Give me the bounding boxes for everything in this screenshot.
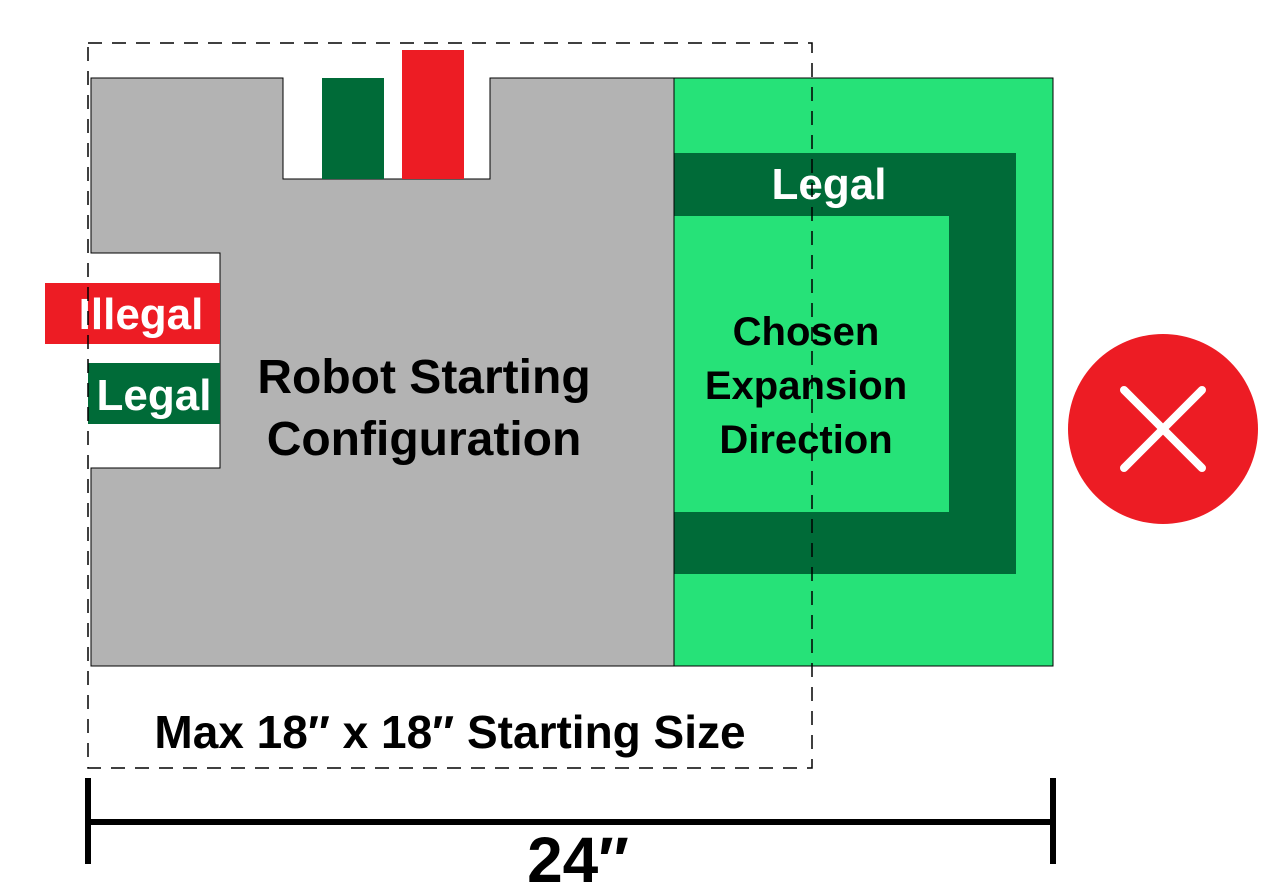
illegal-left-bar bbox=[45, 283, 220, 344]
chosen-line1: Chosen bbox=[733, 310, 880, 354]
illegal-top-bar bbox=[402, 50, 464, 179]
chosen-line2: Expansion bbox=[705, 364, 907, 408]
robot-config-line1: Robot Starting bbox=[257, 351, 590, 404]
max-size-label: Max 18″ x 18″ Starting Size bbox=[154, 706, 745, 758]
legal-top-bar bbox=[322, 78, 384, 179]
width-dimension-label: 24″ bbox=[527, 824, 629, 894]
x-circle-icon bbox=[1068, 334, 1258, 524]
max-size-boundary bbox=[87, 42, 813, 769]
robot-config-line2: Configuration bbox=[267, 413, 582, 466]
chosen-line3: Direction bbox=[719, 418, 892, 462]
legal-right-label: Legal bbox=[772, 160, 887, 209]
legal-left-bar bbox=[88, 363, 220, 424]
illegal-left-label: Illegal bbox=[79, 290, 204, 339]
width-dimension bbox=[85, 778, 1056, 864]
legal-left-label: Legal bbox=[97, 371, 212, 420]
robot-starting-shape bbox=[90, 77, 675, 667]
